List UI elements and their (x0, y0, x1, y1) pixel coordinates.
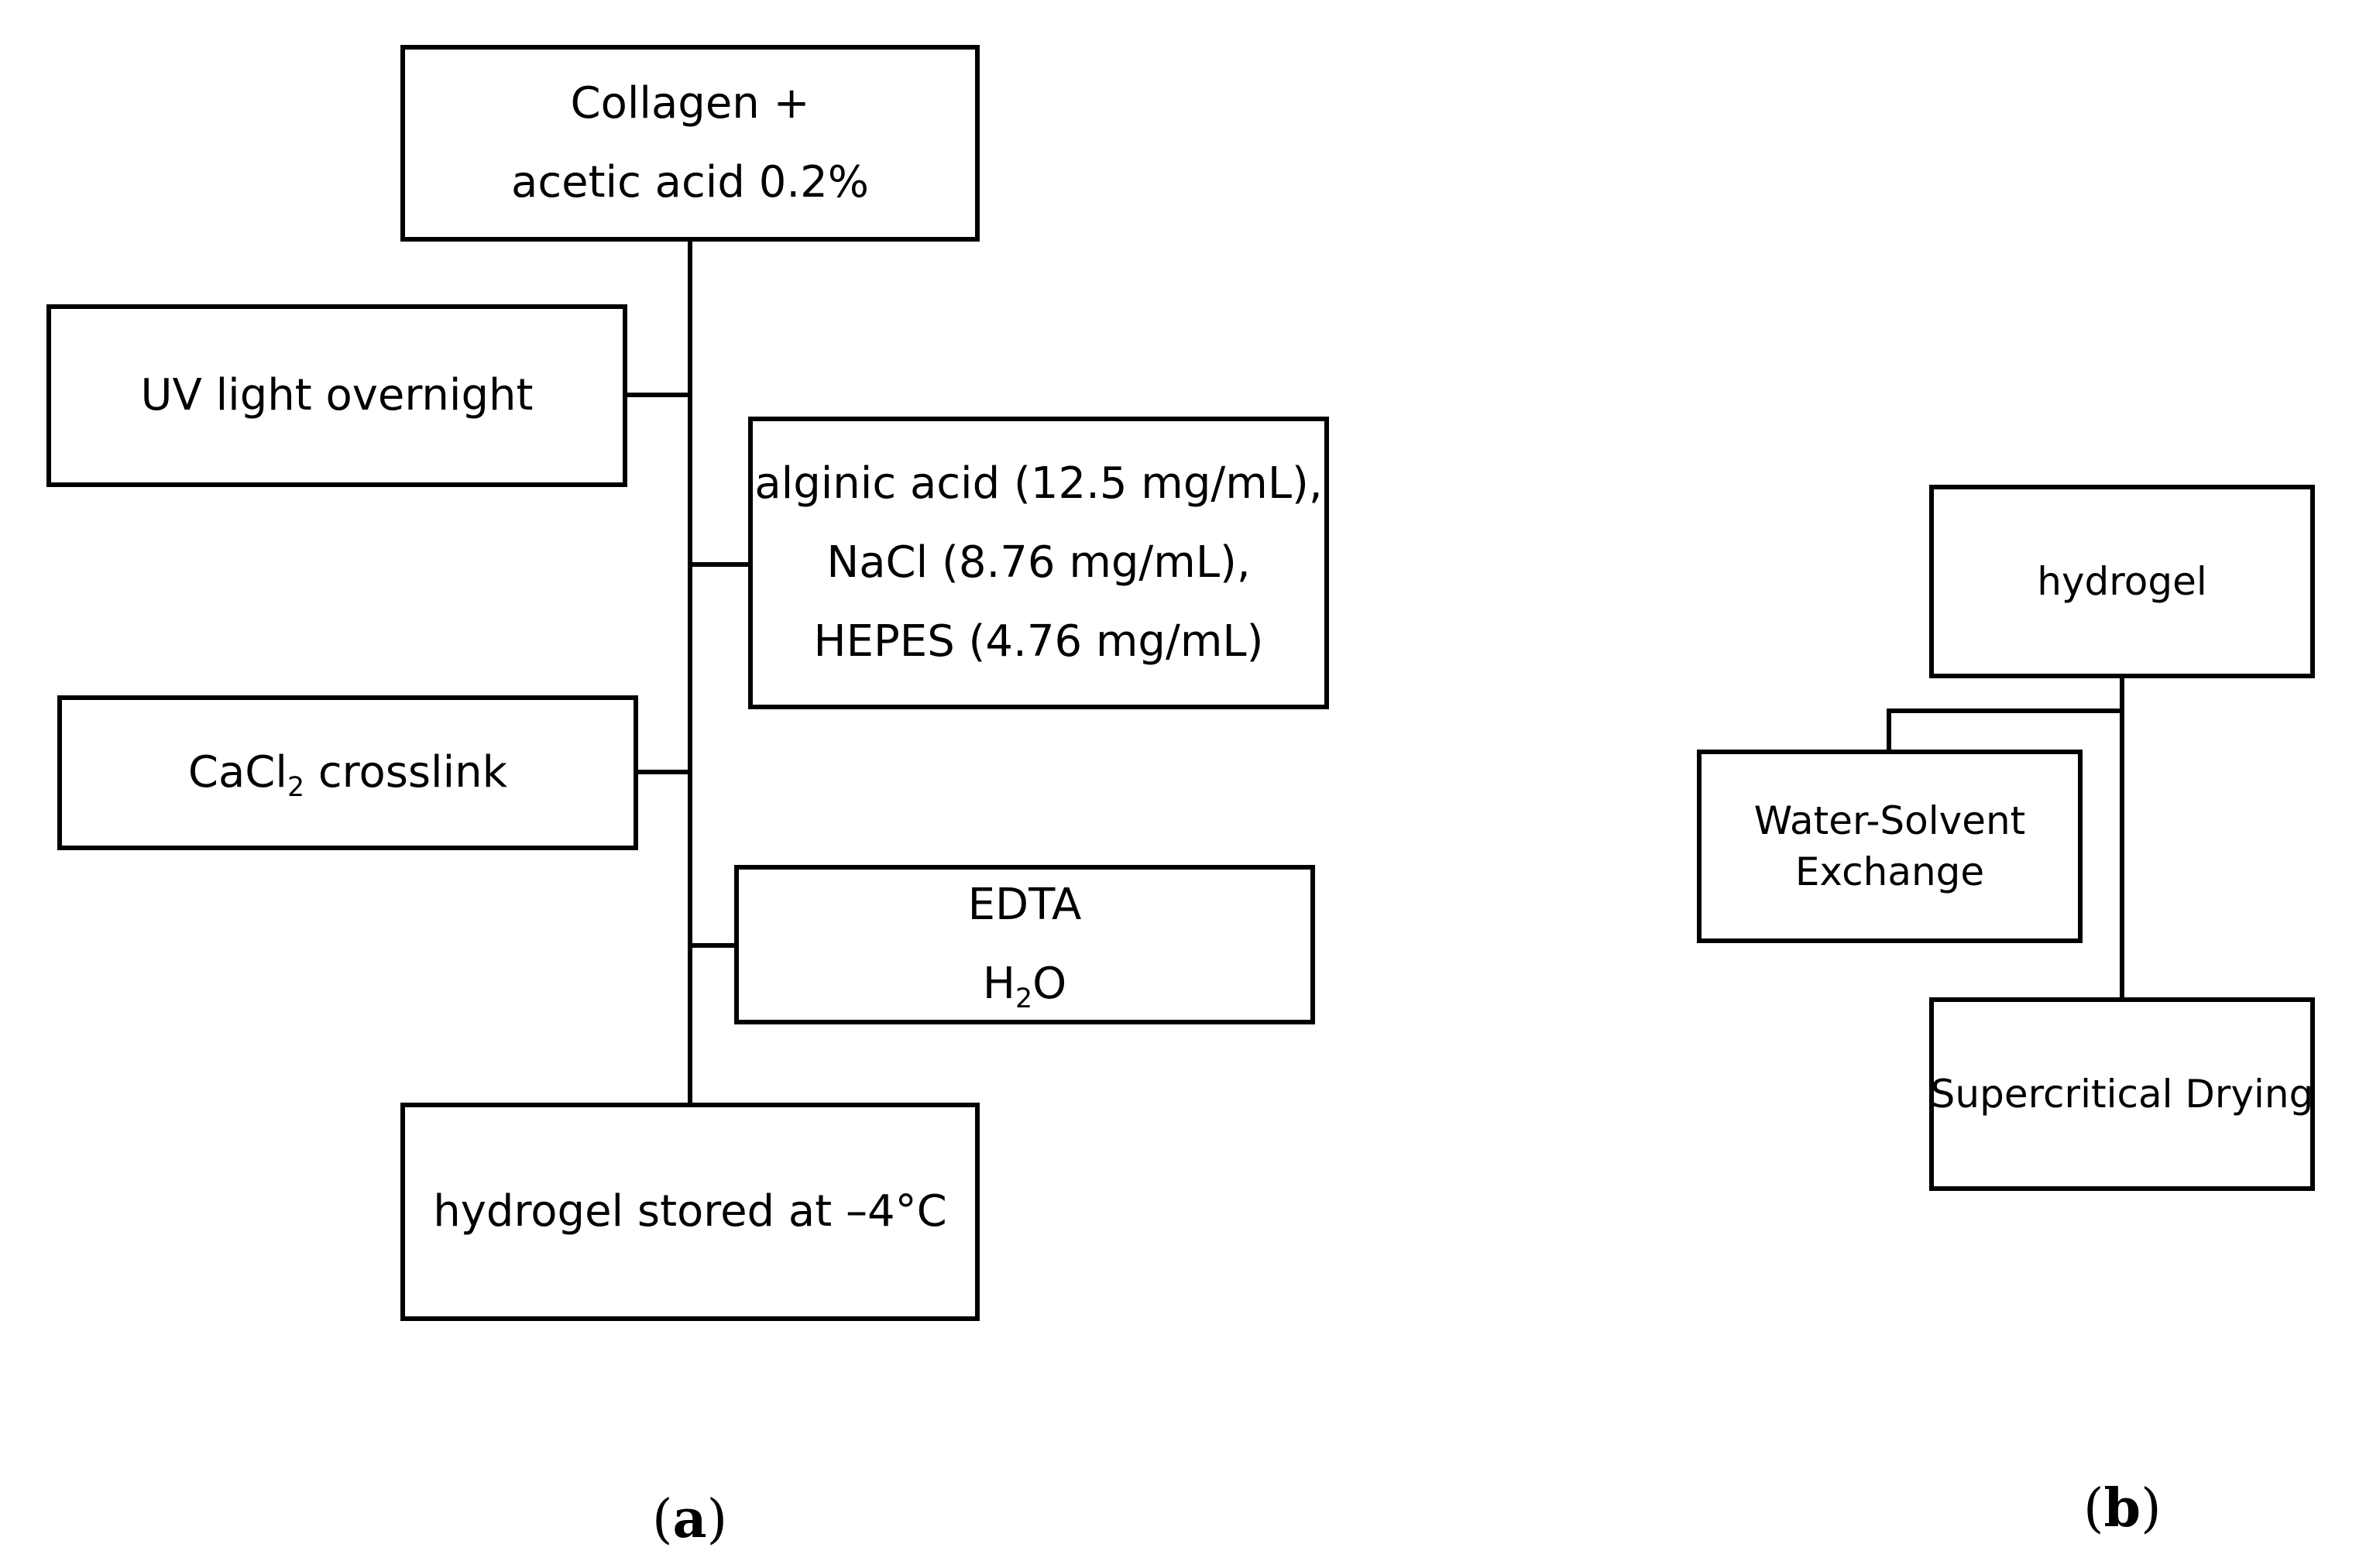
collagen-acetic-acid-box: Collagen + acetic acid 0.2% (400, 45, 980, 242)
h2o-prefix: H (982, 959, 1015, 1009)
panel-label-a: (a) (652, 1488, 728, 1550)
h2o-suffix: O (1032, 959, 1067, 1009)
panel-label-b: (b) (2083, 1477, 2162, 1539)
cacl2-text: CaCl2 crosslink (188, 733, 507, 812)
uv-text: UV light overnight (140, 370, 534, 420)
stored-text: hydrogel stored at –4°C (433, 1186, 947, 1237)
supercritical-text: Supercritical Drying (1930, 1072, 2314, 1117)
hydrogel-box: hydrogel (1929, 485, 2315, 678)
edta-text: EDTA (967, 880, 1082, 930)
panel-label-a-letter: a (672, 1488, 707, 1550)
collagen-line-2: acetic acid 0.2% (511, 157, 869, 208)
panel-label-b-letter: b (2103, 1477, 2141, 1539)
water-solvent-exchange-box: Water-Solvent Exchange (1697, 750, 2083, 943)
cacl2-suffix: crosslink (304, 747, 508, 798)
alginic-line-3: HEPES (4.76 mg/mL) (813, 616, 1264, 667)
cacl2-subscript: 2 (287, 772, 305, 804)
h2o-text: H2O (983, 945, 1066, 1024)
alginic-line-1: alginic acid (12.5 mg/mL), (754, 458, 1323, 509)
cacl2-crosslink-box: CaCl2 crosslink (57, 695, 638, 850)
cacl2-prefix: CaCl (187, 747, 287, 798)
alginic-nacl-hepes-box: alginic acid (12.5 mg/mL), NaCl (8.76 mg… (748, 417, 1329, 709)
hydrogel-text: hydrogel (2037, 559, 2207, 604)
edta-water-box: EDTA H2O (734, 865, 1315, 1024)
uv-light-box: UV light overnight (46, 304, 627, 487)
hydrogel-stored-box: hydrogel stored at –4°C (400, 1103, 980, 1321)
collagen-line-1: Collagen + (570, 78, 810, 129)
water-line-2: Exchange (1794, 849, 1985, 894)
supercritical-drying-box: Supercritical Drying (1929, 997, 2315, 1191)
water-line-1: Water-Solvent (1753, 798, 2026, 843)
h2o-subscript: 2 (1015, 983, 1033, 1015)
alginic-line-2: NaCl (8.76 mg/mL), (826, 537, 1251, 588)
